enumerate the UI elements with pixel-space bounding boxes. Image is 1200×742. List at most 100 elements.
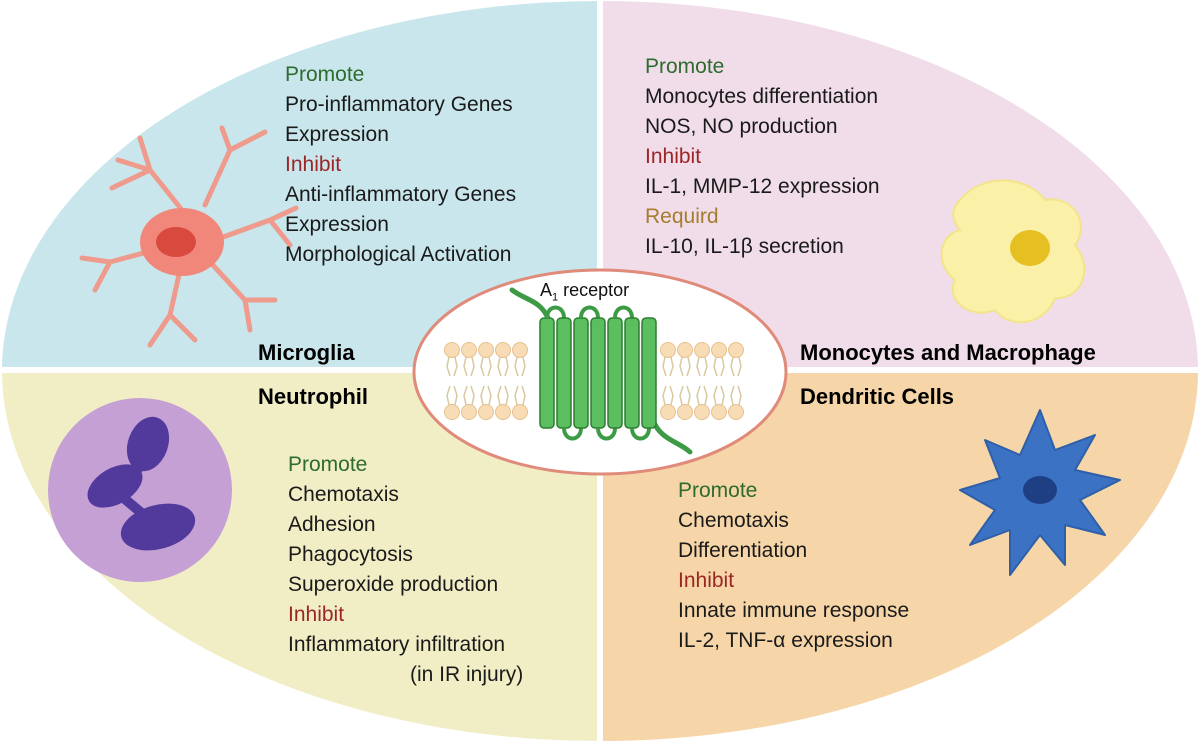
lipid-head [711, 404, 727, 420]
lipid-head [444, 404, 460, 420]
dendritic-line-item: Differentiation [678, 539, 808, 562]
receptor-loop [562, 427, 583, 441]
lipid-head [677, 404, 693, 420]
lipid-head [478, 404, 494, 420]
microglia-title: Microglia [258, 340, 355, 365]
lipid-head [694, 342, 710, 358]
lipid-tail [679, 385, 691, 406]
lipid-head [461, 342, 477, 358]
lipid-head [512, 404, 528, 420]
lipid-bilayer-right [660, 342, 744, 420]
macrophage-line-required: Requird [645, 205, 719, 228]
lipid-tail [463, 356, 475, 377]
lipid-tail [480, 385, 492, 406]
receptor-helix [590, 317, 606, 429]
lipid-tail [497, 385, 509, 406]
receptor-label-sub: 1 [552, 291, 559, 304]
lipid-head [677, 342, 693, 358]
dendritic-line-item: Chemotaxis [678, 509, 789, 532]
receptor-loop [545, 305, 566, 319]
lipid-tail [446, 356, 458, 377]
receptor-helix [607, 317, 623, 429]
neutrophil-line-item: Chemotaxis [288, 483, 399, 506]
neutrophil-title: Neutrophil [258, 384, 368, 409]
microglia-cell-icon [79, 125, 299, 348]
dendritic-line-promote: Promote [678, 479, 758, 502]
microglia-line-promote: Promote [285, 63, 365, 86]
dendritic-nucleus [1023, 476, 1057, 504]
microglia-line-item: Pro-inflammatory Genes [285, 93, 513, 116]
lipid-tail [713, 356, 725, 377]
neutrophil-line-indent: (in IR injury) [410, 663, 524, 686]
a1-receptor-icon [509, 287, 693, 455]
macrophage-line-item: IL-1, MMP-12 expression [645, 175, 880, 198]
dendritic-title: Dendritic Cells [800, 384, 955, 409]
receptor-label-rest: receptor [558, 280, 630, 300]
neutrophil-line-promote: Promote [288, 453, 368, 476]
microglia-line-inhibit: Inhibit [285, 153, 342, 176]
dendritic-line-item: Innate immune response [678, 599, 910, 622]
receptor-label-main: A [540, 280, 553, 300]
macrophage-line-promote: Promote [645, 55, 725, 78]
lipid-tail [679, 356, 691, 377]
lipid-tail [497, 356, 509, 377]
lipid-tail [463, 385, 475, 406]
macrophage-line-item: Monocytes differentiation [645, 85, 879, 108]
lipid-tail [730, 385, 742, 406]
macrophage-line-item: IL-10, IL-1β secretion [645, 235, 844, 258]
receptor-helix [539, 317, 555, 429]
lipid-tail [446, 385, 458, 406]
microglia-nucleus [156, 227, 196, 257]
neutrophil-line-item: Phagocytosis [288, 543, 413, 566]
lipid-head [728, 404, 744, 420]
lipid-head [660, 404, 676, 420]
macrophage-nucleus [1010, 230, 1050, 266]
dendritic-line-inhibit: Inhibit [678, 569, 735, 592]
lipid-head [711, 342, 727, 358]
receptor-loop [596, 427, 617, 441]
lipid-head [495, 342, 511, 358]
neutrophil-nucleus [87, 416, 196, 551]
lipid-tail [662, 385, 674, 406]
lipid-head [694, 404, 710, 420]
lipid-tail [730, 356, 742, 377]
receptor-helix [641, 317, 657, 429]
lipid-head [660, 342, 676, 358]
microglia-line-item: Expression [285, 213, 389, 236]
receptor-helix [624, 317, 640, 429]
receptor-loop [630, 427, 651, 441]
macrophage-line-item: NOS, NO production [645, 115, 838, 138]
dendritic-line-item: IL-2, TNF-α expression [678, 629, 893, 652]
lipid-head [728, 342, 744, 358]
lipid-head [444, 342, 460, 358]
receptor-loop [579, 305, 600, 319]
microglia-line-item: Anti-inflammatory Genes [285, 183, 517, 206]
lipid-tail [480, 356, 492, 377]
neutrophil-line-inhibit: Inhibit [288, 603, 345, 626]
lipid-head [478, 342, 494, 358]
lipid-tail [696, 356, 708, 377]
lipid-bilayer-left [444, 342, 528, 420]
lipid-head [461, 404, 477, 420]
receptor-helix [556, 317, 572, 429]
neutrophil-line-item: Superoxide production [288, 573, 499, 596]
receptor-label: A1 receptor [540, 280, 629, 304]
lipid-tail [662, 356, 674, 377]
microglia-line-item: Expression [285, 123, 389, 146]
microglia-line-item: Morphological Activation [285, 243, 512, 266]
neutrophil-line-item: Adhesion [288, 513, 376, 536]
receptor-loop [613, 305, 634, 319]
receptor-helix [573, 317, 589, 429]
lipid-tail [514, 356, 526, 377]
lipid-tail [514, 385, 526, 406]
lipid-head [495, 404, 511, 420]
lipid-tail [696, 385, 708, 406]
lipid-head [512, 342, 528, 358]
lipid-tail [713, 385, 725, 406]
macrophage-line-inhibit: Inhibit [645, 145, 702, 168]
